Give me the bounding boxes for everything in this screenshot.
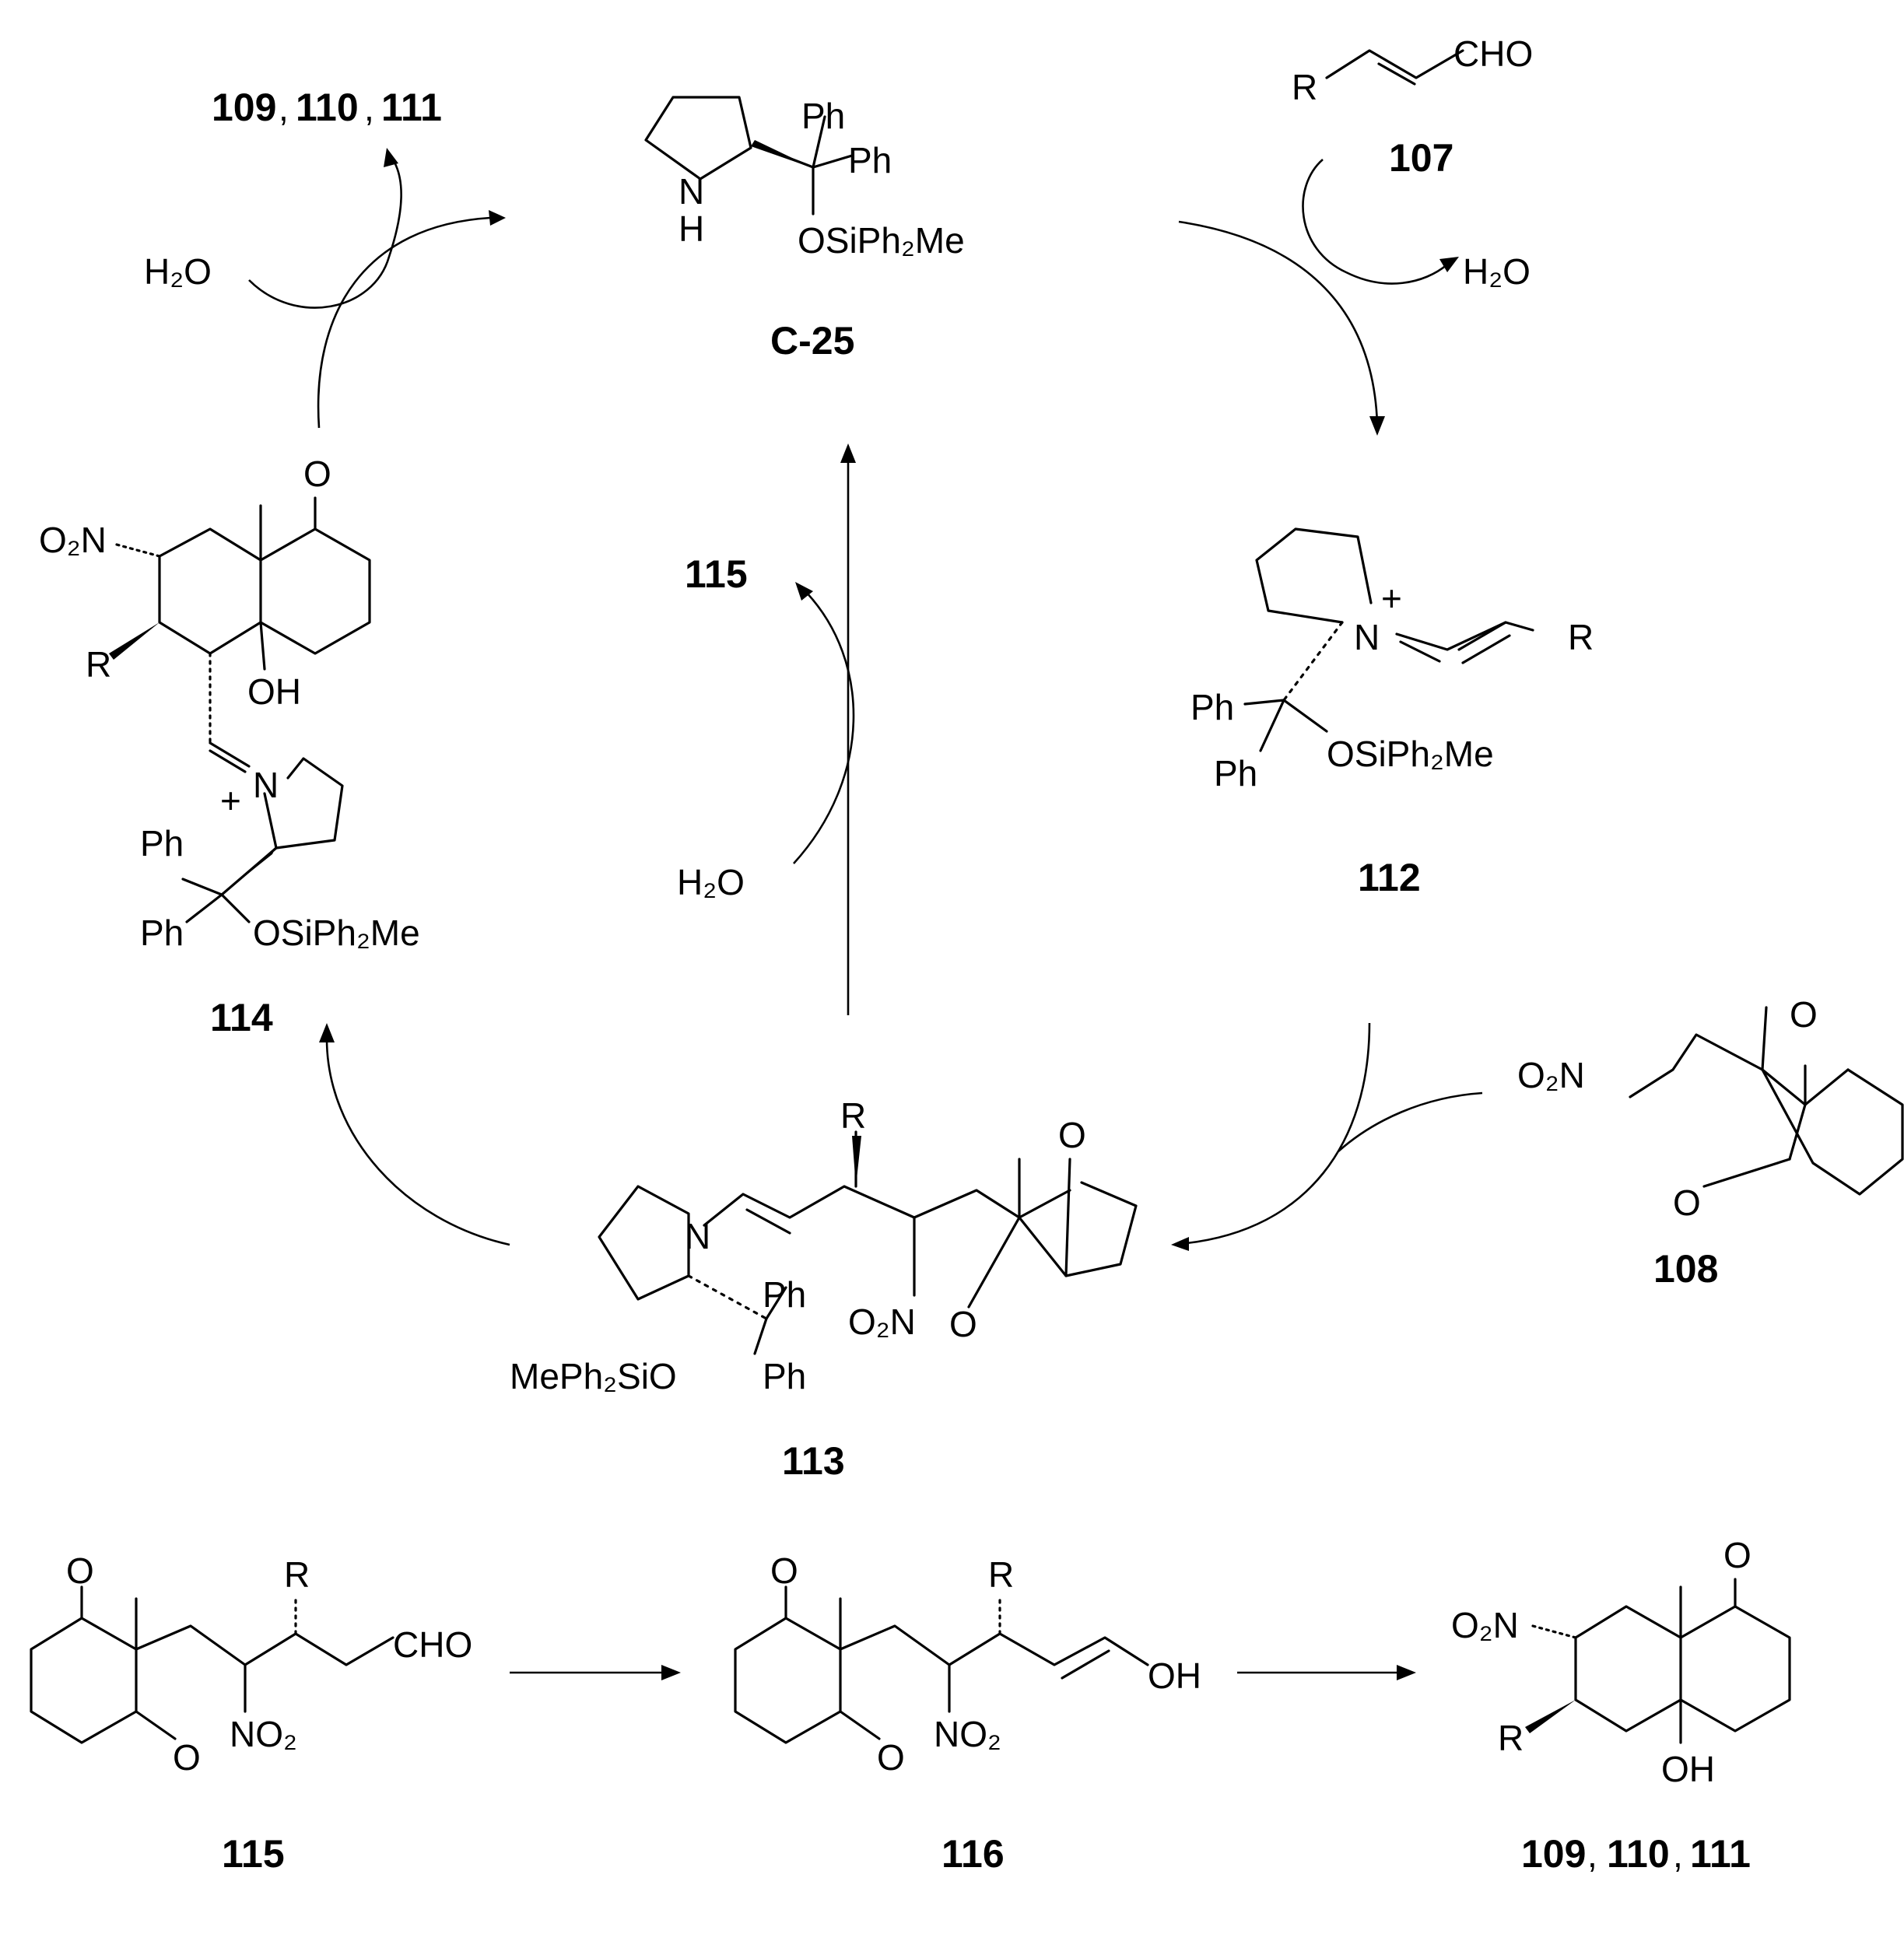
c107-label: 107 xyxy=(1389,136,1453,180)
c115-o2: O xyxy=(173,1737,201,1778)
c116-no2: NO₂ xyxy=(934,1714,1001,1754)
c112-n: N xyxy=(1354,617,1380,657)
c114-plus: + xyxy=(220,780,241,821)
c115-no2: NO₂ xyxy=(230,1714,297,1754)
cycle-label-115: 115 xyxy=(685,552,748,596)
c25-osi: OSiPh₂Me xyxy=(798,220,965,261)
c113-r: R xyxy=(840,1095,866,1136)
c25-ph1: Ph xyxy=(801,96,845,136)
compound-116: O O R OH NO₂ 116 xyxy=(734,1550,1201,1876)
c112-plus: + xyxy=(1381,578,1402,618)
c114-oh: OH xyxy=(247,671,301,712)
cycle-arrows xyxy=(248,148,1483,1251)
c25-h: H xyxy=(678,208,704,249)
compound-107: R CHO 107 xyxy=(1292,33,1533,180)
h2o-topright: H₂O xyxy=(1463,251,1531,292)
c107-cho: CHO xyxy=(1453,33,1533,74)
prod-r: R xyxy=(1498,1718,1524,1758)
compound-115: O O R CHO NO₂ 115 xyxy=(30,1550,472,1876)
svg-text:,: , xyxy=(1587,1834,1597,1875)
prod-o2n: O₂N xyxy=(1451,1605,1519,1645)
c114-osi: OSiPh₂Me xyxy=(253,913,420,953)
h2o-center: H₂O xyxy=(677,862,745,902)
bottom-label-110: 110 xyxy=(1607,1832,1670,1876)
c108-label: 108 xyxy=(1653,1247,1718,1291)
c116-oh: OH xyxy=(1148,1655,1201,1696)
c112-label: 112 xyxy=(1358,856,1421,899)
c115-o1: O xyxy=(66,1550,94,1591)
product-label-bottom: 109 , 110 , 111 xyxy=(1521,1832,1751,1876)
c108-o1: O xyxy=(1790,994,1818,1035)
c112-osi: OSiPh₂Me xyxy=(1327,734,1494,774)
svg-text:,: , xyxy=(364,88,374,128)
c113-osi: MePh₂SiO xyxy=(510,1356,677,1396)
prod-o: O xyxy=(1723,1535,1751,1575)
top-label-111: 111 xyxy=(381,86,442,129)
c108-o2: O xyxy=(1673,1182,1701,1223)
svg-text:,: , xyxy=(1673,1834,1683,1875)
compound-product: O₂N O R OH xyxy=(1451,1535,1791,1789)
c114-ph2: Ph xyxy=(140,913,184,953)
compound-108: O₂N O O 108 xyxy=(1517,994,1904,1291)
c108-o2n: O₂N xyxy=(1517,1055,1585,1095)
c113-ph2: Ph xyxy=(763,1356,806,1396)
compound-113: R N Ph Ph MePh₂SiO O₂N O O 113 xyxy=(510,1095,1138,1483)
prod-oh: OH xyxy=(1661,1749,1715,1789)
c116-o1: O xyxy=(770,1550,798,1591)
h2o-topleft: H₂O xyxy=(144,251,212,292)
compound-112: N + R Ph Ph OSiPh₂Me 112 xyxy=(1190,527,1594,899)
c116-o2: O xyxy=(877,1737,905,1778)
c113-n: N xyxy=(685,1216,710,1256)
c113-ph1: Ph xyxy=(763,1274,806,1315)
c113-o2: O xyxy=(949,1304,977,1344)
c116-label: 116 xyxy=(941,1832,1005,1876)
c114-o2n: O₂N xyxy=(39,520,107,560)
c114-r: R xyxy=(86,644,111,685)
product-label-top: 109 , 110 , 111 xyxy=(212,86,442,129)
c25-ph2: Ph xyxy=(848,140,892,180)
c112-ph1: Ph xyxy=(1190,687,1234,727)
c114-label: 114 xyxy=(210,996,273,1039)
c113-o1: O xyxy=(1058,1115,1086,1155)
c114-o: O xyxy=(303,454,331,494)
c115-label: 115 xyxy=(222,1832,285,1876)
c112-ph2: Ph xyxy=(1214,753,1257,794)
top-label-110: 110 xyxy=(296,86,359,129)
bottom-label-109: 109 xyxy=(1521,1832,1586,1876)
c25-label: C-25 xyxy=(770,319,854,363)
c114-ph1: Ph xyxy=(140,823,184,864)
c112-r: R xyxy=(1568,617,1594,657)
c113-o2n: O₂N xyxy=(848,1302,916,1342)
svg-text:,: , xyxy=(279,88,289,128)
c113-label: 113 xyxy=(782,1439,845,1483)
c116-r: R xyxy=(988,1554,1014,1595)
catalyst-c25: Ph Ph OSiPh₂Me N H C-25 xyxy=(644,96,965,363)
c114-n: N xyxy=(253,765,279,805)
c115-r: R xyxy=(284,1554,310,1595)
top-label-109: 109 xyxy=(212,86,276,129)
compound-114: O₂N O R OH N + Ph Ph OSiPh₂Me 114 xyxy=(39,454,420,1039)
c107-r: R xyxy=(1292,67,1317,107)
c115-cho: CHO xyxy=(393,1624,472,1665)
bottom-label-111: 111 xyxy=(1690,1832,1751,1876)
c25-n: N xyxy=(678,171,704,212)
